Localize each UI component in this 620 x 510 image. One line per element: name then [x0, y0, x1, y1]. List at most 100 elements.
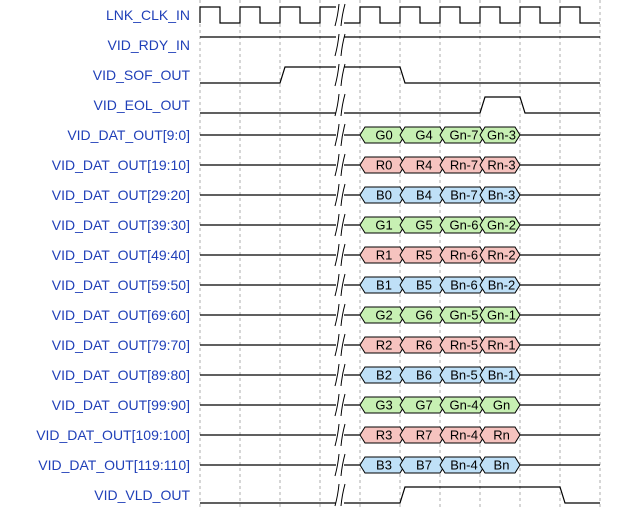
- signal-row: VID_SOF_OUT: [93, 66, 600, 84]
- break-gap: [336, 424, 344, 446]
- break-gap: [336, 364, 344, 386]
- bus-value: Rn-4: [450, 428, 478, 443]
- break-mark: [334, 93, 346, 117]
- bus-value: B3: [376, 458, 392, 473]
- bus-value: Rn-6: [450, 248, 478, 263]
- break-gap: [336, 184, 344, 206]
- bus-value: Gn-5: [450, 308, 479, 323]
- break-line: [340, 333, 346, 357]
- break-line: [334, 393, 340, 417]
- signal-row: LNK_CLK_IN: [106, 6, 600, 24]
- bus-value: G7: [415, 398, 432, 413]
- signal-name: VID_EOL_OUT: [94, 97, 191, 113]
- bus-value: Bn-1: [488, 368, 515, 383]
- break-gap: [336, 94, 344, 116]
- break-line: [340, 273, 346, 297]
- bus-value: R7: [416, 428, 433, 443]
- break-line: [334, 243, 340, 267]
- break-gap: [336, 244, 344, 266]
- bus-value: R6: [416, 338, 433, 353]
- bus-value: Gn-3: [487, 128, 516, 143]
- level-waveform: [200, 96, 600, 114]
- break-line: [334, 63, 340, 87]
- bus-value: R4: [416, 158, 433, 173]
- bus-value: G5: [415, 218, 432, 233]
- break-line: [334, 123, 340, 147]
- break-line: [340, 93, 346, 117]
- bus-value: Bn-4: [450, 458, 477, 473]
- signal-row: VID_VLD_OUT: [94, 486, 600, 504]
- bus-value: Gn: [493, 398, 510, 413]
- break-gap: [336, 334, 344, 356]
- break-line: [340, 423, 346, 447]
- break-line: [334, 153, 340, 177]
- break-line: [340, 363, 346, 387]
- break-gap: [336, 484, 344, 506]
- break-gap: [336, 64, 344, 86]
- signal-name: VID_DAT_OUT[69:60]: [52, 307, 190, 323]
- clock-waveform: [199, 6, 600, 24]
- bus-value: Bn-3: [488, 188, 515, 203]
- bus-value: B1: [376, 278, 392, 293]
- break-gap: [336, 304, 344, 326]
- bus-value: R1: [376, 248, 393, 263]
- bus-value: Rn-5: [450, 338, 478, 353]
- break-mark: [334, 213, 346, 237]
- break-line: [334, 363, 340, 387]
- bus-value: Rn-7: [450, 158, 478, 173]
- break-line: [334, 453, 340, 477]
- signal-name: VID_DAT_OUT[59:50]: [52, 277, 190, 293]
- break-gap: [336, 154, 344, 176]
- break-line: [334, 93, 340, 117]
- signal-row: VID_RDY_IN: [108, 36, 600, 53]
- break-line: [334, 423, 340, 447]
- signal-name: VID_DAT_OUT[89:80]: [52, 367, 190, 383]
- bus-value: Gn-7: [450, 128, 479, 143]
- bus-value: B2: [376, 368, 392, 383]
- break-line: [340, 153, 346, 177]
- bus-value: Rn-1: [487, 338, 515, 353]
- break-line: [334, 213, 340, 237]
- signal-name: VID_DAT_OUT[99:90]: [52, 397, 190, 413]
- bus-value: R3: [376, 428, 393, 443]
- break-mark: [334, 153, 346, 177]
- bus-value: B0: [376, 188, 392, 203]
- break-mark: [334, 423, 346, 447]
- break-gap: [336, 4, 344, 26]
- break-mark: [334, 123, 346, 147]
- break-line: [334, 303, 340, 327]
- break-gap: [336, 124, 344, 146]
- bus-value: Gn-6: [450, 218, 479, 233]
- bus-value: R5: [416, 248, 433, 263]
- break-line: [340, 183, 346, 207]
- signal-name: VID_VLD_OUT: [94, 487, 190, 503]
- break-line: [340, 483, 346, 507]
- signal-name: VID_DAT_OUT[119:110]: [38, 457, 190, 473]
- bus-value: R0: [376, 158, 393, 173]
- bus-value: G4: [415, 128, 432, 143]
- break-line: [340, 33, 346, 57]
- break-line: [334, 33, 340, 57]
- bus-value: Bn-2: [488, 278, 515, 293]
- break-gap: [336, 274, 344, 296]
- bus-value: Rn-2: [487, 248, 515, 263]
- bus-value: Bn: [494, 458, 510, 473]
- break-mark: [334, 243, 346, 267]
- break-mark: [334, 393, 346, 417]
- level-waveform: [200, 486, 600, 504]
- break-mark: [334, 273, 346, 297]
- signal-name: VID_DAT_OUT[19:10]: [52, 157, 190, 173]
- bus-value: Gn-1: [487, 308, 516, 323]
- signal-name: VID_DAT_OUT[49:40]: [52, 247, 190, 263]
- signal-name: VID_DAT_OUT[109:100]: [36, 427, 190, 443]
- bus-value: Gn-2: [487, 218, 516, 233]
- break-mark: [334, 183, 346, 207]
- break-line: [334, 333, 340, 357]
